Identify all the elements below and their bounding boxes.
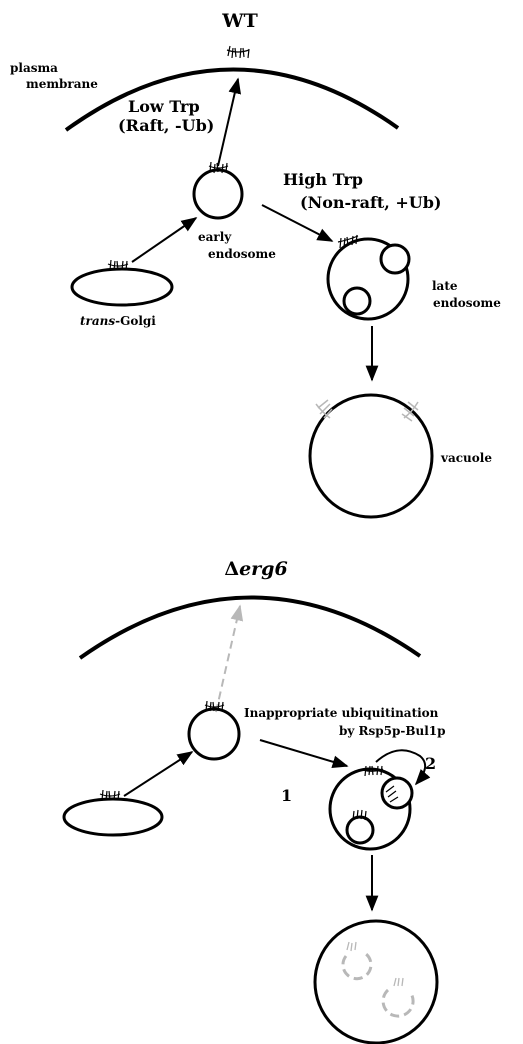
ubiquitination-label-2: by Rsp5p-Bul1p	[339, 724, 446, 738]
high-trp-label-2: (Non-raft, +Ub)	[300, 193, 441, 212]
faded-dashed-arrow-to-pm	[216, 606, 240, 712]
high-trp-label-1: High Trp	[283, 170, 363, 189]
late-endosome-label-1: late	[432, 279, 458, 293]
vacuole-label: vacuole	[440, 451, 492, 465]
late-endosome-invagination	[381, 245, 409, 273]
faded-internal-vesicle-1	[343, 942, 371, 979]
plasma-membrane-label-2: membrane	[26, 77, 98, 91]
plasma-membrane-label-1: plasma	[10, 61, 58, 75]
trans-golgi-label: trans-Golgi	[80, 314, 156, 328]
faded-internal-vesicle-2	[383, 978, 413, 1016]
step-1-label: 1	[281, 786, 292, 805]
mutant-title-gene: erg6	[239, 558, 288, 580]
wt-title: WT	[221, 10, 257, 32]
late-endosome-internal-vesicle-mutant	[347, 817, 373, 843]
early-endosome-label-1: early	[198, 230, 232, 244]
arrow-endosome-to-pm	[218, 79, 238, 166]
vacuole-mutant	[315, 921, 437, 1043]
late-endosome-invagination-mutant	[382, 778, 412, 808]
low-trp-label-2: (Raft, -Ub)	[118, 116, 214, 135]
arrow-golgi-to-early-endosome	[132, 218, 196, 262]
mutant-title: Δerg6	[224, 558, 287, 580]
wt-panel: WT plasma membrane Low Trp (Raft, -Ub) e…	[10, 10, 501, 517]
mutant-title-delta: Δ	[224, 558, 239, 580]
arrow-golgi-to-early-endosome-mutant	[124, 752, 192, 796]
plasma-membrane-bottom	[80, 597, 420, 658]
late-endosome-label-2: endosome	[433, 296, 501, 310]
early-endosome	[194, 170, 242, 218]
trans-golgi-label-prefix: trans	[80, 314, 115, 328]
step-2-label: 2	[425, 754, 436, 773]
early-endosome-mutant	[189, 709, 239, 759]
ubiquitination-label-1: Inappropriate ubiquitination	[244, 706, 439, 720]
mutant-panel: Δerg6 Inappropriate ubiquitination by Rs…	[64, 558, 446, 1043]
trans-golgi	[72, 269, 172, 305]
arrow-early-to-late-endosome-mutant	[260, 740, 347, 766]
transporter-glyph-pm	[227, 46, 249, 58]
low-trp-label-1: Low Trp	[128, 97, 200, 116]
late-endosome-internal-vesicle	[344, 288, 370, 314]
early-endosome-label-2: endosome	[208, 247, 276, 261]
trans-golgi-mutant	[64, 799, 162, 835]
trans-golgi-label-suffix: -Golgi	[115, 314, 156, 328]
plasma-membrane-top	[66, 69, 398, 130]
